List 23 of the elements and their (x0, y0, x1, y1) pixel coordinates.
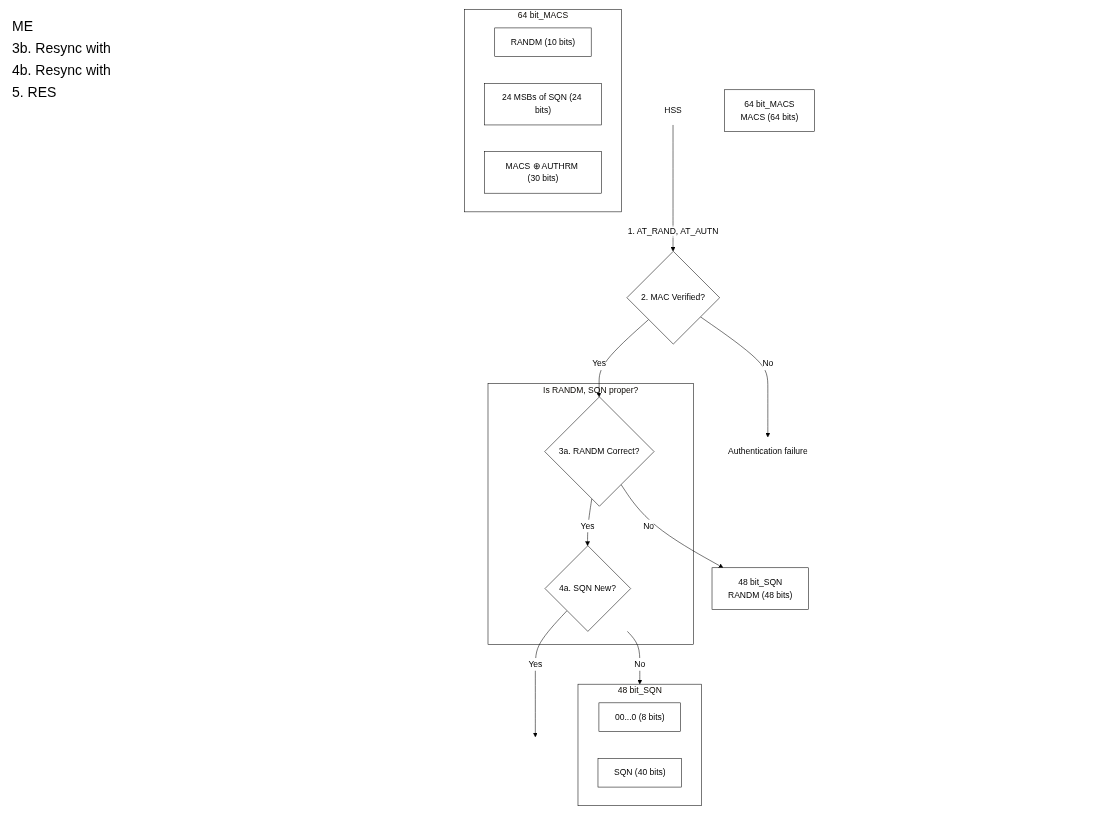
node-box: 64 bit_MACS MACS (64 bits) (724, 89, 815, 132)
node-diamond: 4a. SQN New? (544, 545, 631, 632)
edge-label: Yes (592, 359, 607, 369)
node-diamond: 3a. RANDM Correct? (544, 396, 655, 507)
edge-label: No (643, 521, 655, 531)
node-box: MACS ⊕ AUTHRM (30 bits) (484, 151, 602, 194)
edge-label: 1. AT_RAND, AT_AUTN (627, 226, 719, 236)
node-diamond: 2. MAC Verified? (626, 251, 720, 345)
node-box: RANDM (10 bits) (494, 27, 592, 57)
edge-label: No (762, 359, 774, 369)
note-text: ME (12, 18, 34, 34)
note-text: 3b. Resync with (12, 40, 112, 56)
node-text: Authentication failure (728, 446, 808, 456)
edge-label: No (634, 659, 646, 669)
note-text: 5. RES (12, 84, 58, 100)
node-box: SQN (40 bits) (597, 758, 682, 788)
node-box: 00...0 (8 bits) (598, 702, 681, 732)
edge-label: Yes (528, 659, 543, 669)
node-box: 24 MSBs of SQN (24 bits) (484, 83, 602, 126)
note-text: 4b. Resync with (12, 62, 112, 78)
node-box: 48 bit_SQN RANDM (48 bits) (711, 567, 809, 610)
edge-label: Yes (580, 521, 595, 531)
node-text: HSS (664, 105, 682, 115)
